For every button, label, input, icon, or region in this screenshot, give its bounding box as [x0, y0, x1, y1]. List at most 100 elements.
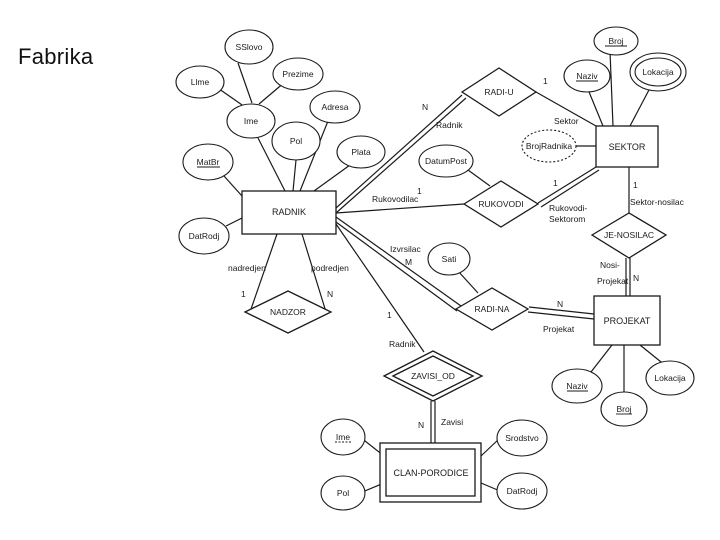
entity-sektor: [595, 125, 659, 168]
rel-nadzor: [243, 290, 333, 334]
role-izvrsilac: Izvrsilac: [390, 244, 421, 254]
role-sektor-radi-u: Sektor: [554, 116, 579, 126]
attr-label-sati: Sati: [442, 254, 457, 264]
rel-label-nadzor: NADZOR: [270, 307, 306, 317]
slide-title: Fabrika: [18, 44, 94, 69]
link-naziv-sektor: [586, 86, 604, 127]
card-n-radi-u: N: [422, 102, 428, 112]
link-matbr-radnik: [223, 175, 243, 197]
entity-label-radnik: RADNIK: [272, 207, 306, 217]
attr-adresa: [309, 90, 361, 124]
attr-pol: [271, 121, 321, 161]
link-lokacija-sektor: [629, 87, 651, 127]
attr-label-matbr: MatBr: [197, 157, 220, 167]
rel-zavisi-od-inner: [391, 355, 475, 397]
rel-label-rukovodi: RUKOVODI: [478, 199, 523, 209]
link-plata-radnik: [313, 164, 351, 192]
link-broj-sektor: [609, 50, 614, 127]
role-rukovodilac: Rukovodilac: [372, 194, 419, 204]
entity-radnik: [241, 190, 337, 235]
attr-lokacija-projekat: [645, 360, 695, 396]
attr-prezime: [272, 57, 324, 91]
link-radnik-rukovodi: [335, 203, 465, 214]
attr-datrodj: [178, 217, 230, 255]
role-radnik-radi-u: Radnik: [436, 120, 463, 130]
link-radnik-zavisiod: [335, 223, 425, 353]
attr-label-plata: Plata: [351, 147, 371, 157]
attr-sati: [427, 242, 471, 276]
role-nadredjen: nadredjen: [228, 263, 266, 273]
rel-radi-na: [454, 287, 530, 331]
attr-broj-sektor: [593, 26, 639, 56]
attr-naziv-projekat: [551, 368, 603, 404]
link-radiu-sektor: [535, 91, 597, 127]
link-radnik-radiu-b: [335, 97, 467, 214]
card-one-nadzor: 1: [241, 289, 246, 299]
link-sslovo-ime: [237, 62, 253, 104]
attr-pol-clan: [320, 475, 366, 511]
link-rukovodi-sektor-a: [537, 166, 597, 204]
link-datumpost-rukovodi: [467, 169, 491, 187]
attr-label-naziv-sektor: Naziv: [576, 71, 598, 81]
role-podredjen: podredjen: [311, 263, 349, 273]
card-one-rukovodi: 1: [417, 186, 422, 196]
rel-label-radi-na: RADI-NA: [475, 304, 510, 314]
attr-sslovo: [224, 29, 274, 65]
card-n-radi-na: N: [557, 299, 563, 309]
attr-srodstvo: [496, 419, 548, 457]
role-rukovodi-sektorom-1: Rukovodi-: [549, 203, 587, 213]
link-radina-projekat-a: [528, 306, 595, 315]
attr-label-broj-projekat: Broj: [616, 404, 631, 414]
attr-label-ime: Ime: [244, 116, 258, 126]
attr-datrodj-clan: [496, 472, 548, 510]
attr-label-naziv-projekat: Naziv: [566, 381, 588, 391]
attr-plata: [336, 135, 386, 169]
attr-label-broj-sektor: Broj: [608, 36, 623, 46]
attr-label-sslovo: SSlovo: [236, 42, 263, 52]
attr-label-srodstvo: Srodstvo: [505, 433, 539, 443]
attr-label-brojradnika: BrojRadnika: [526, 141, 573, 151]
entity-clan-porodice-inner: [385, 448, 476, 497]
attr-label-pol-clan: Pol: [337, 488, 349, 498]
card-one-sektor-nosilac: 1: [633, 180, 638, 190]
link-radnik-radina-a: [335, 216, 462, 307]
rel-je-nosilac: [590, 212, 668, 259]
attr-label-lime: Llme: [191, 77, 210, 87]
entity-projekat: [593, 295, 661, 346]
entity-label-sektor: SEKTOR: [609, 142, 646, 152]
link-radnik-nadzor-right: [301, 233, 327, 313]
rel-radi-u: [460, 67, 538, 117]
rel-label-radi-u: RADI-U: [484, 87, 513, 97]
attr-label-prezime: Prezime: [282, 69, 313, 79]
attr-label-datumpost: DatumPost: [425, 156, 468, 166]
role-nosi-projekat-2: Projekat: [597, 276, 629, 286]
card-n-nadzor: N: [327, 289, 333, 299]
card-one-radi-u: 1: [543, 76, 548, 86]
role-zavisi: Zavisi: [441, 417, 463, 427]
attr-label-adresa: Adresa: [322, 102, 349, 112]
attr-lokacija-sektor-inner: [634, 57, 682, 87]
attr-label-ime-clan: Ime: [336, 432, 350, 442]
attr-label-lokacija-projekat: Lokacija: [654, 373, 685, 383]
rel-label-je-nosilac: JE-NOSILAC: [604, 230, 654, 240]
attr-ime: [226, 103, 276, 139]
attr-ime-clan: [320, 418, 366, 456]
entity-label-clan-porodice: CLAN-PORODICE: [393, 468, 468, 478]
card-n-zavisi: N: [418, 420, 424, 430]
attr-naziv-sektor: [563, 59, 611, 93]
attr-datumpost: [418, 144, 474, 178]
link-sati-radina: [457, 270, 479, 294]
link-radnik-radina-b: [335, 221, 458, 312]
link-radina-projekat-b: [527, 311, 595, 320]
link-datrodj-radnik: [225, 217, 243, 227]
attr-label-pol: Pol: [290, 136, 302, 146]
card-one-zavisi: 1: [387, 310, 392, 320]
link-ime-radnik: [257, 137, 286, 192]
card-m-radi-na: M: [405, 257, 412, 267]
attr-label-lokacija-sektor: Lokacija: [642, 67, 673, 77]
card-one-rukovodi-sektor: 1: [553, 178, 558, 188]
role-sektor-nosilac: Sektor-nosilac: [630, 197, 685, 207]
link-rukovodi-sektor-b: [540, 169, 600, 208]
link-naziv-projekat: [590, 344, 613, 373]
